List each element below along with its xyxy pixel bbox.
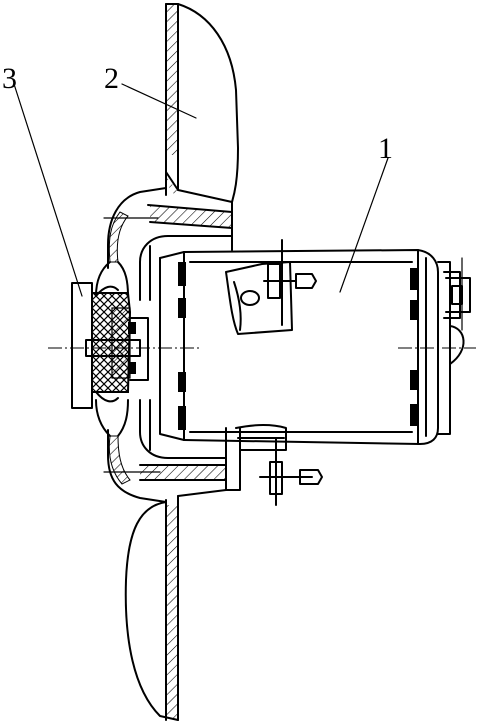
- upper-fan-blade: [165, 3, 239, 203]
- leader-line-2: [121, 83, 197, 119]
- callout-label-3: 3: [2, 62, 17, 95]
- lower-clamp-bolt: [235, 424, 323, 506]
- leader-line-1: [339, 157, 389, 293]
- callout-label-2: 2: [104, 62, 119, 95]
- callout-label-1: 1: [378, 132, 393, 165]
- lower-bell-housing: [95, 399, 241, 503]
- leader-line-3: [13, 83, 83, 297]
- hub-damper: [71, 282, 149, 409]
- upper-bell-housing: [95, 187, 233, 301]
- upper-clamp-bolt: [225, 239, 317, 335]
- lower-fan-blade: [124, 489, 227, 721]
- motor-body: [159, 249, 471, 445]
